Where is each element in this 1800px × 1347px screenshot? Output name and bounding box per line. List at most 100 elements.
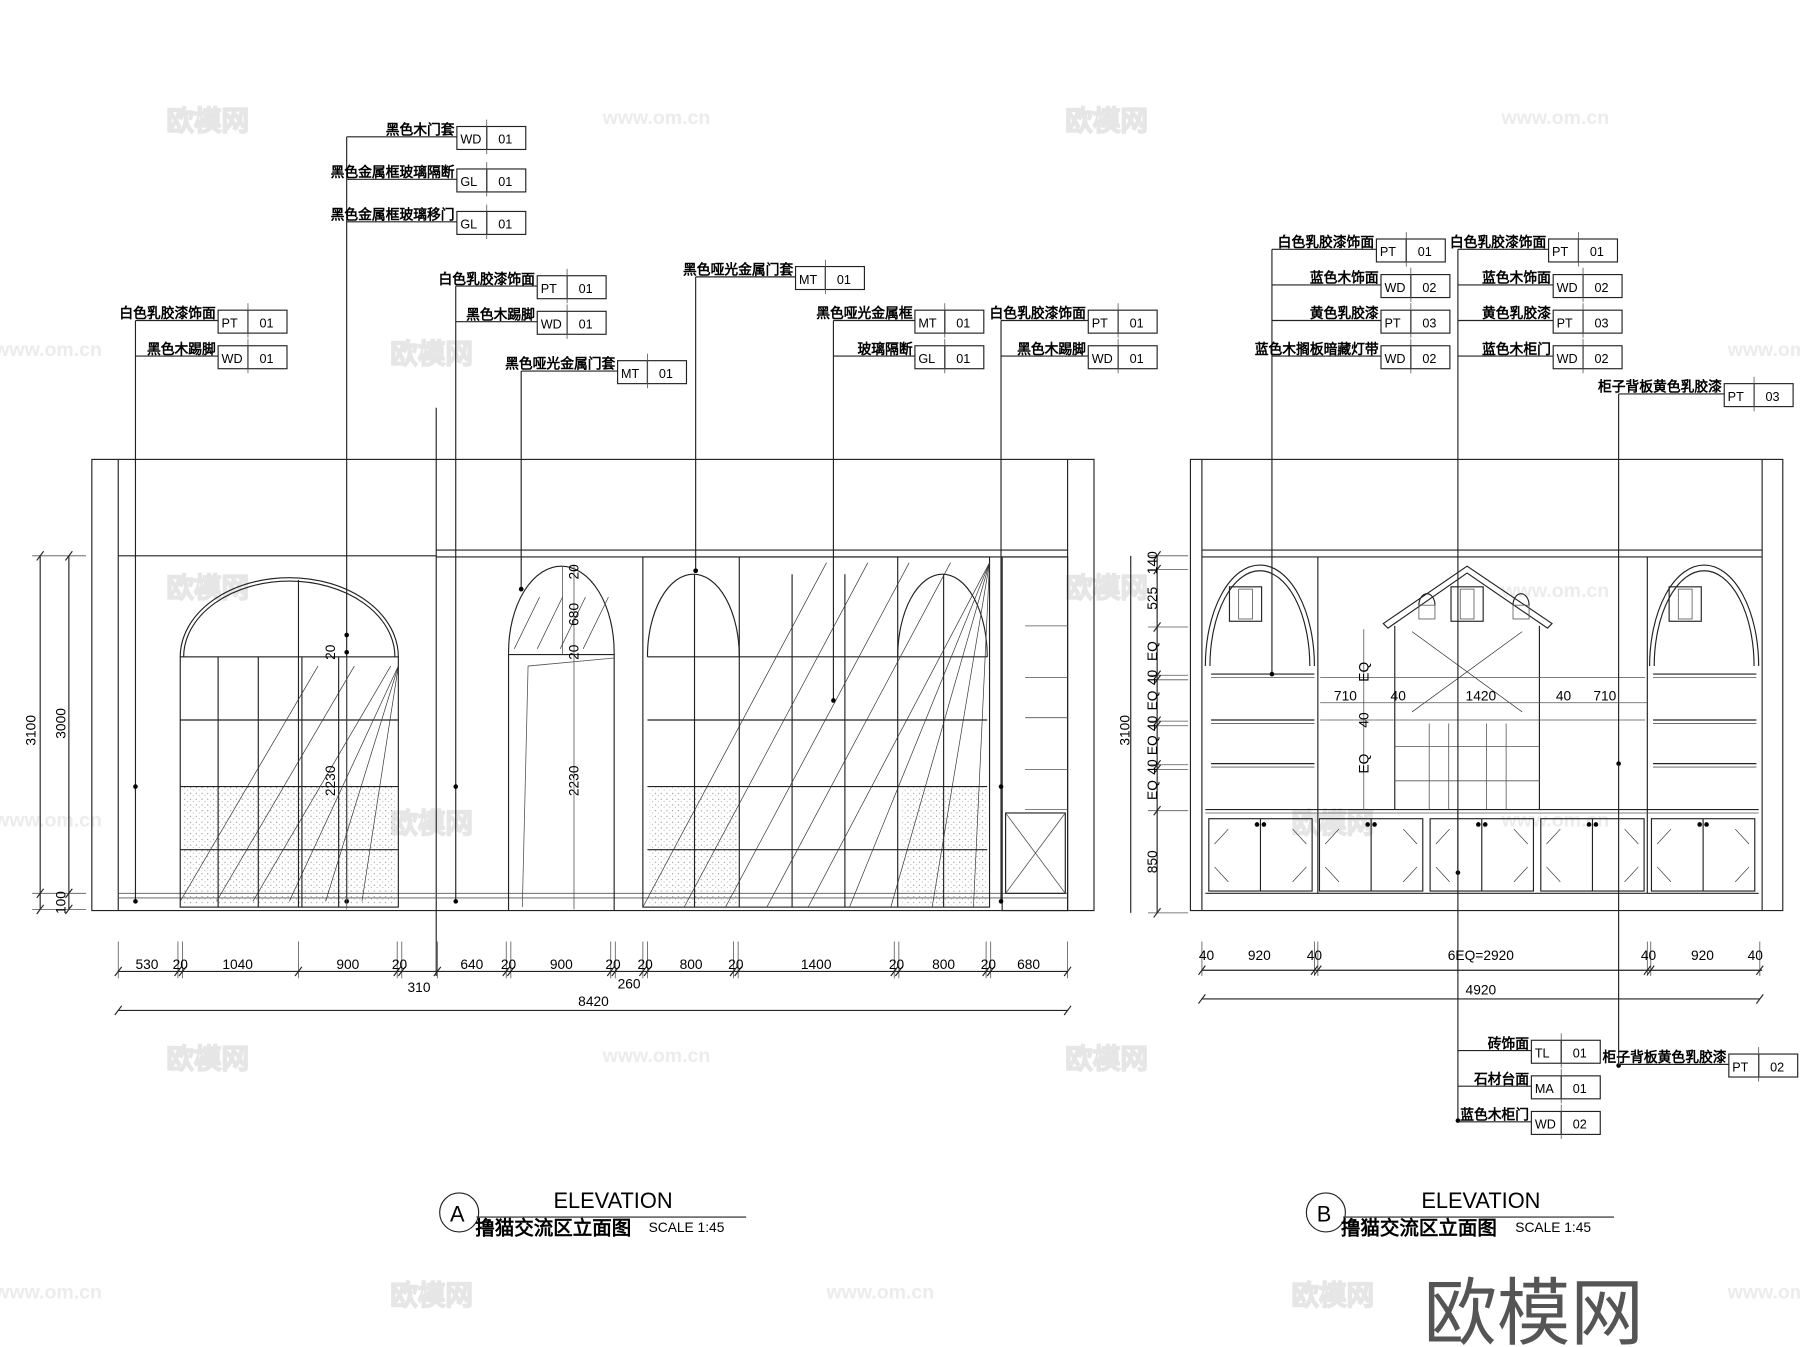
callout-label: 白色乳胶漆饰面 [990, 304, 1086, 322]
window [1677, 588, 1693, 620]
section-marker-circle [1305, 1192, 1346, 1233]
watermark-logo: 欧模网 [1065, 572, 1148, 604]
glass-hatch [642, 562, 827, 908]
door-swing [521, 657, 615, 908]
title-name: 撸猫交流区立面图 [1341, 1216, 1497, 1239]
watermark-url: www.om.cn [1501, 580, 1610, 602]
arched-glass-door-1 [179, 577, 399, 908]
dimension-tick [64, 550, 73, 561]
dimension-value: 20 [981, 957, 997, 972]
glass-hatch [252, 665, 391, 902]
callout-label: 柜子背板黄色乳胶漆 [1603, 1048, 1728, 1066]
material-number: 02 [1770, 1060, 1784, 1074]
dimension-value: EQ [1145, 780, 1160, 800]
attic-window [1512, 593, 1530, 606]
material-code: MT [918, 316, 937, 330]
title-heading: ELEVATION [553, 1188, 672, 1213]
line [1735, 828, 1750, 845]
material-code: GL [460, 175, 477, 189]
material-code: WD [222, 352, 243, 366]
dimension-tick [1646, 965, 1655, 976]
outer-wall-frame [91, 458, 1095, 912]
callout-label: 砖饰面 [1488, 1034, 1529, 1052]
dimension-value: 40 [1748, 948, 1764, 963]
material-code: WD [1384, 281, 1405, 295]
title-scale: SCALE 1:45 [1515, 1220, 1591, 1235]
callout-label: 蓝色木柜门 [1482, 340, 1551, 358]
dimension-value: 1400 [801, 957, 832, 972]
material-code: PT [222, 316, 238, 330]
glass-hatch [361, 665, 399, 902]
watermark-logo: 欧模网 [166, 1043, 249, 1075]
dimension-value: 20 [889, 957, 905, 972]
roof-gable [1382, 565, 1553, 629]
glass-hatch [725, 562, 910, 908]
material-number: 01 [498, 175, 512, 189]
line [1513, 866, 1528, 883]
material-code: GL [460, 218, 477, 232]
watermark-logo: 欧模网 [1065, 1043, 1148, 1075]
material-number: 01 [659, 367, 673, 381]
arch [1653, 570, 1755, 667]
callout-label: 黄色乳胶漆 [1310, 304, 1380, 322]
dimension-value: 3100 [1118, 715, 1133, 746]
dimension-value: 40 [1145, 715, 1160, 731]
dimension-tick [397, 966, 406, 977]
leader-dot [693, 568, 698, 574]
dimension-value: 40 [1556, 688, 1572, 703]
dimension-value: 640 [460, 957, 483, 972]
material-number: 02 [1595, 281, 1609, 295]
material-code: MT [799, 273, 818, 287]
partition-arch-right [897, 573, 988, 657]
material-number: 01 [1130, 352, 1144, 366]
dimension-tick [606, 966, 615, 977]
material-number: 01 [956, 352, 970, 366]
callout-label: 玻璃隔断 [858, 340, 914, 358]
watermark-logo: 欧模网 [1291, 807, 1374, 839]
dimension-value: 920 [1691, 948, 1714, 963]
glass-hatch [849, 562, 990, 908]
callout-label: 黄色乳胶漆 [1482, 304, 1552, 322]
watermark-url: www.om.cn [0, 810, 102, 832]
callout-label: 蓝色木柜门 [1460, 1105, 1529, 1123]
dimension-value: 850 [1145, 850, 1160, 873]
dimension-value: 900 [550, 957, 573, 972]
callout-label: 白色乳胶漆饰面 [119, 304, 215, 322]
dimension-value: 20 [173, 957, 189, 972]
side-cabinet [1001, 556, 1069, 912]
arch [1209, 570, 1311, 667]
elevation-a-drawing [91, 407, 1095, 976]
dimension-value: 20 [567, 564, 582, 580]
watermark-url: www.om.cn [826, 1282, 935, 1304]
line [1656, 866, 1672, 883]
dimension-tick [1198, 965, 1206, 976]
leader-dot [1372, 822, 1377, 827]
watermark-url: www.om.cn [0, 339, 102, 361]
material-code: MT [621, 367, 640, 381]
dimension-tick [729, 966, 738, 977]
dimension-tick [1313, 965, 1322, 976]
dimension-value: 20 [323, 644, 338, 660]
line [1292, 866, 1307, 883]
window-shutter [1450, 586, 1484, 622]
material-code: WD [1092, 352, 1113, 366]
material-number: 01 [1573, 1046, 1587, 1060]
material-code: WD [1384, 352, 1405, 366]
dimension-value: 20 [501, 957, 517, 972]
dimension-value: 2230 [323, 765, 338, 796]
dimension-tick [174, 966, 182, 977]
callout-label: 黑色金属框玻璃移门 [331, 205, 455, 223]
dimension-value: 800 [932, 957, 955, 972]
leader-dot [998, 899, 1004, 904]
